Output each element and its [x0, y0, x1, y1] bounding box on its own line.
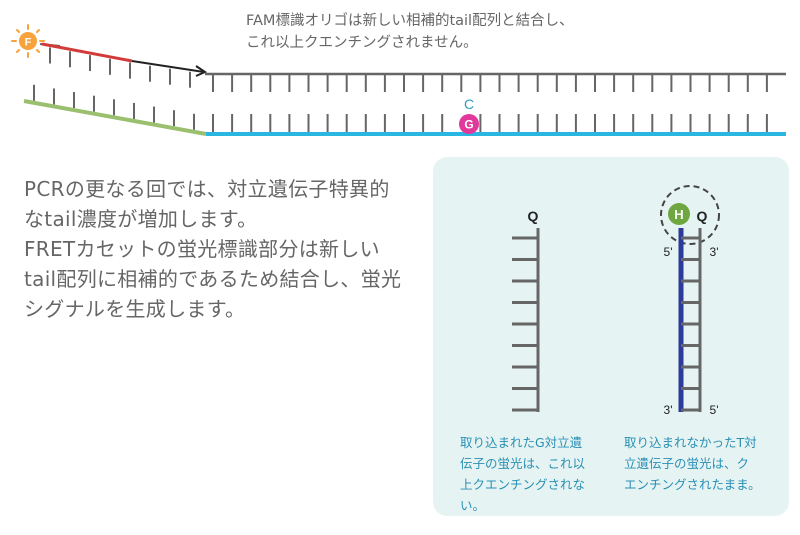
dashed-circle-icon	[660, 185, 720, 245]
left-cassette-caption: 取り込まれたG対立遺 伝子の蛍光は、これ以 上クエンチングされな い。	[460, 435, 586, 513]
duplex-cassette-right: H Q 5' 3' 3' 5'	[660, 185, 720, 417]
guanine-label: G	[464, 118, 473, 132]
bottom-strand-green	[23, 99, 207, 136]
five-prime-top-label: 5'	[664, 245, 673, 259]
quencher-left-label: Q	[528, 208, 539, 224]
five-prime-bottom-label: 5'	[710, 403, 719, 417]
new-strand-ticks	[212, 114, 768, 132]
three-prime-bottom-label: 3'	[664, 403, 673, 417]
sun-icon: F	[11, 24, 45, 58]
quencher-right-label: Q	[697, 208, 708, 224]
top-caption: FAM標識オリゴは新しい相補的tail配列と結合し、 これ以上クエンチングされま…	[246, 13, 574, 51]
top-primer-ticks	[49, 47, 191, 88]
main-description: PCRの更なる回では、対立遺伝子特異的 なtail濃度が増加します。 FRETカ…	[24, 177, 402, 321]
top-strand-black	[131, 60, 205, 73]
arrow-right-icon	[195, 65, 208, 77]
fam-label: F	[25, 37, 32, 49]
bottom-primer-ticks	[33, 84, 195, 130]
hex-label: H	[674, 207, 683, 222]
top-strand-red-tail	[41, 42, 133, 63]
cytosine-label: C	[464, 96, 474, 112]
right-cassette-caption: 取り込まれなかったT対 立遺伝子の蛍光は、ク エンチングされたまま。	[624, 435, 761, 492]
hex-marker	[668, 203, 690, 225]
guanine-marker	[459, 114, 479, 134]
fret-cassette-panel	[433, 157, 789, 516]
three-prime-top-label: 3'	[710, 245, 719, 259]
quenched-cassette-left: Q	[512, 208, 540, 412]
